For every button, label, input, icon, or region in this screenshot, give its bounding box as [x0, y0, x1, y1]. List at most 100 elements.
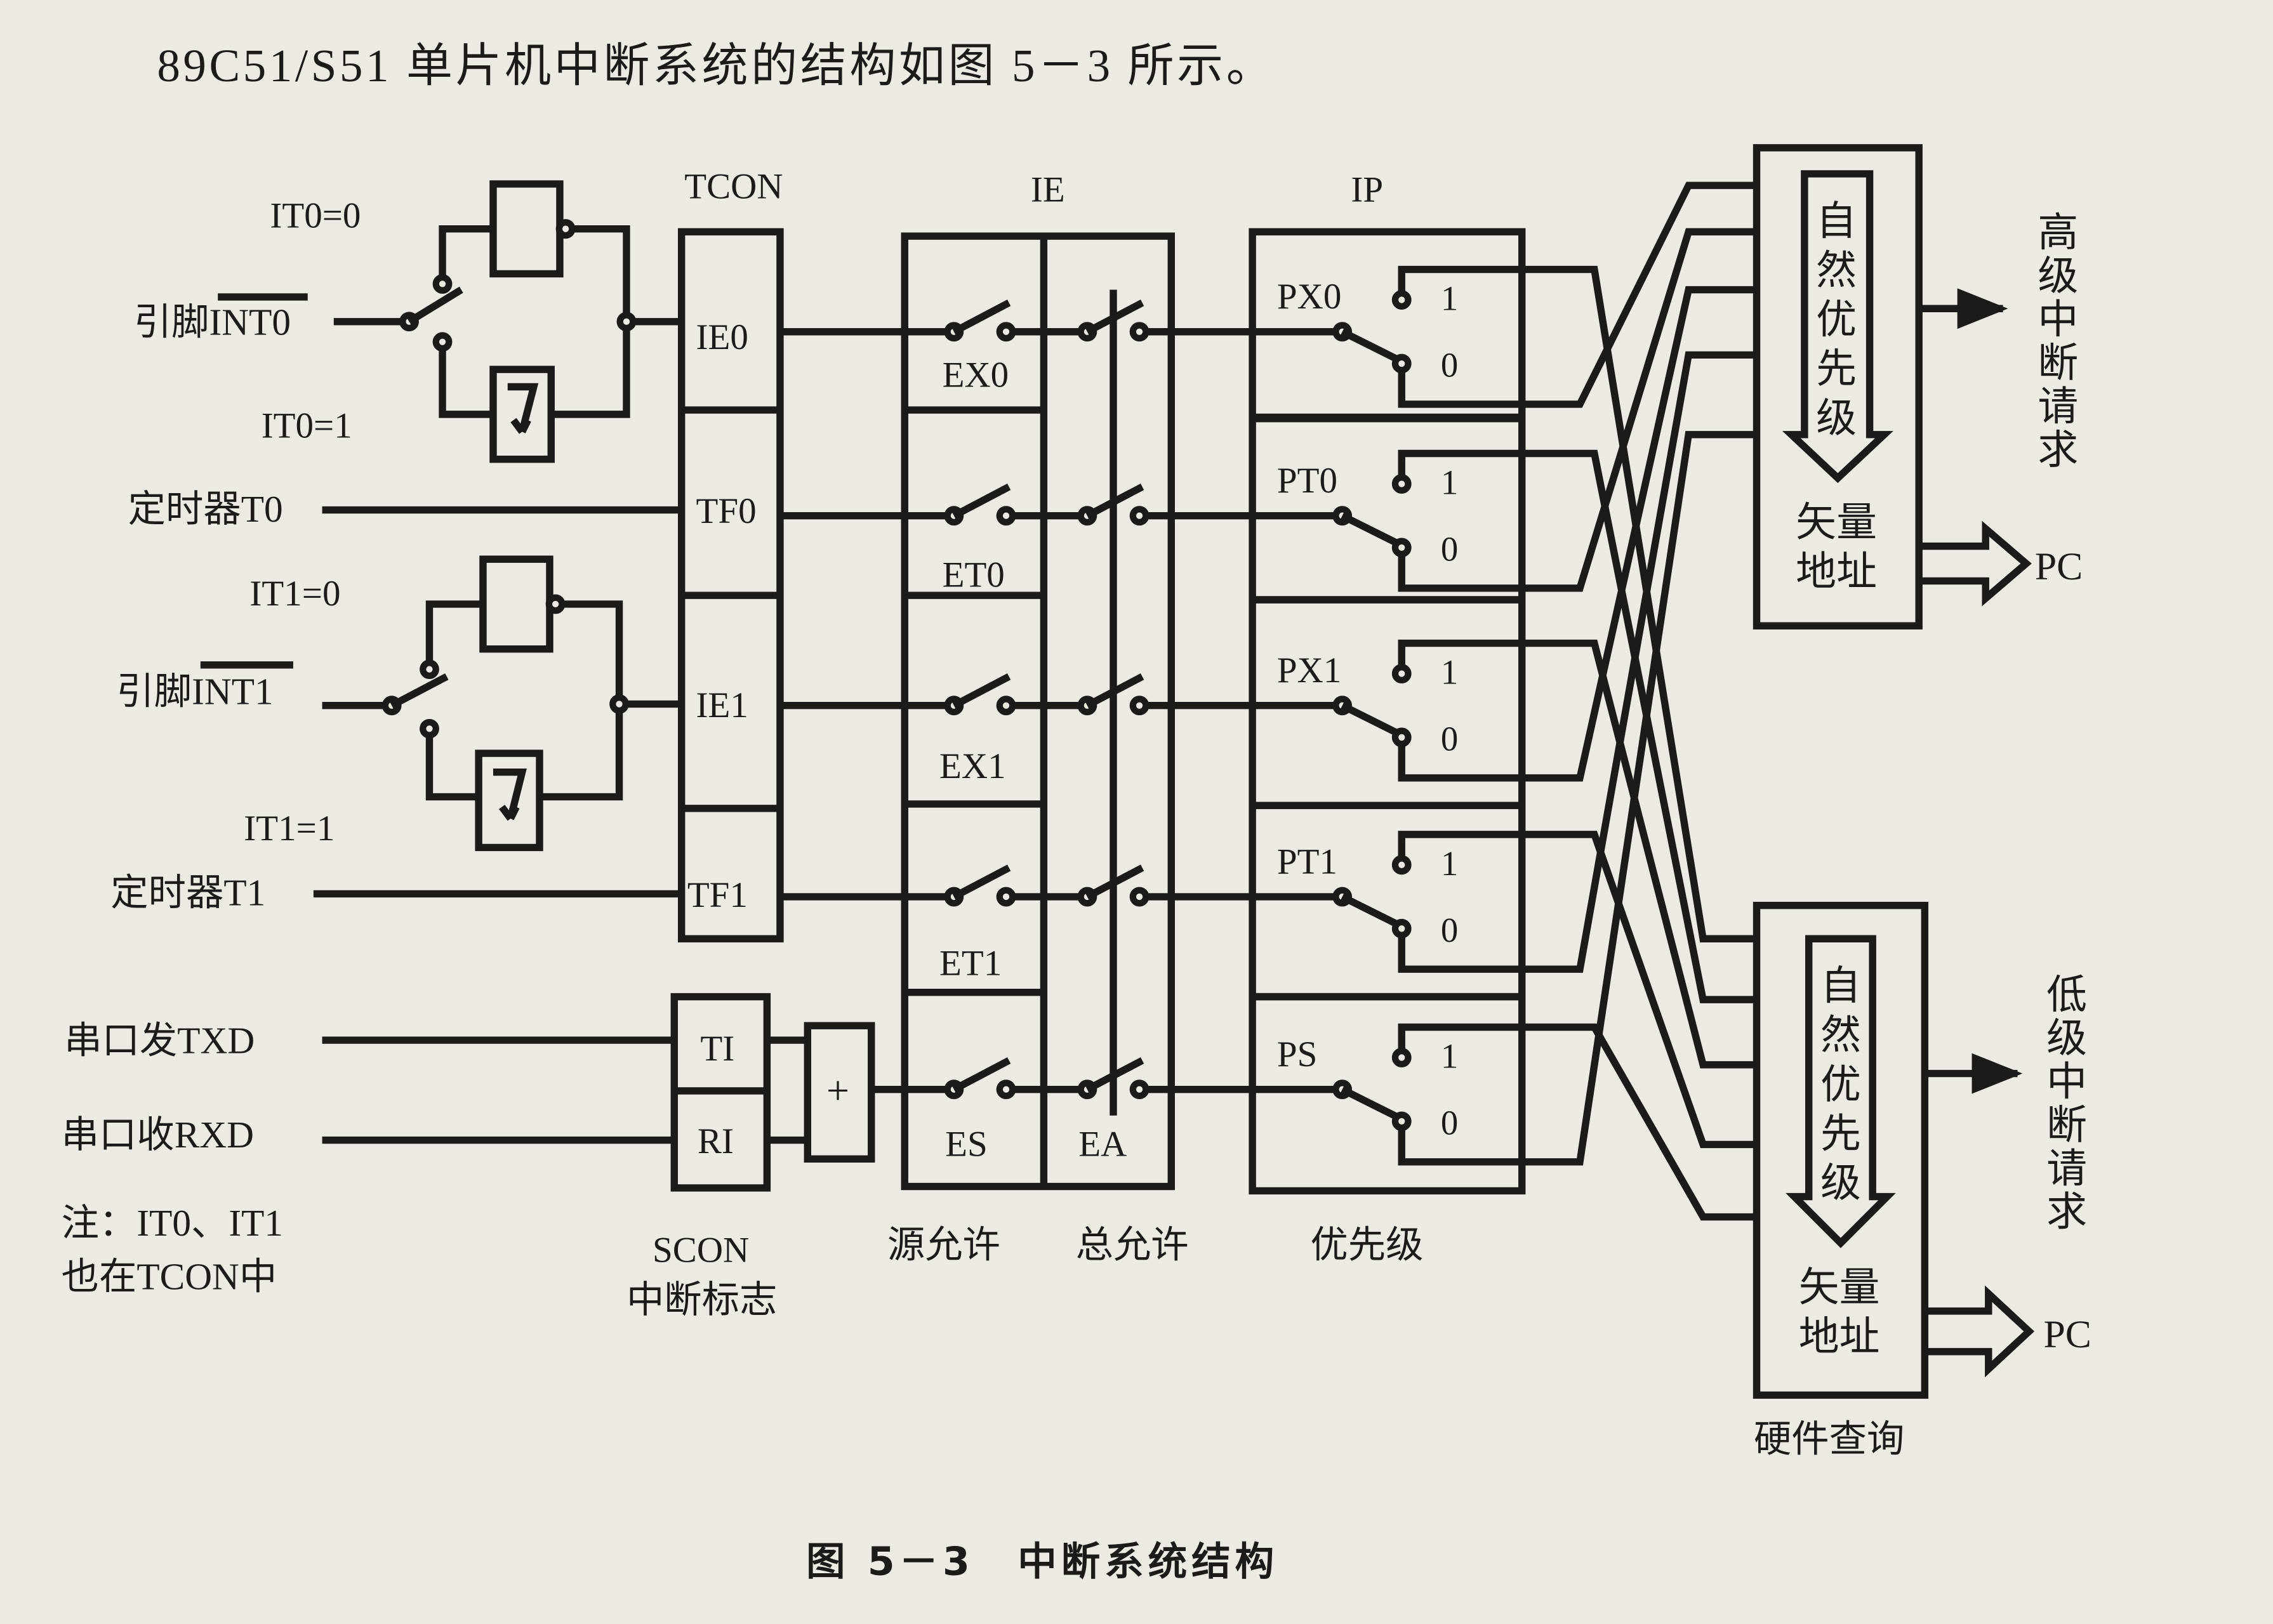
timer0-source-switch-contact	[996, 506, 1016, 526]
ie-register	[901, 232, 1175, 1191]
high-request-char-1: 级	[2038, 254, 2078, 299]
serial-ip-contact-0	[1391, 1111, 1412, 1132]
ip-int1-one: 1	[1441, 652, 1458, 691]
timer1-ea-switch-contact	[1129, 887, 1150, 907]
scon-ri: RI	[698, 1121, 734, 1161]
high-natural-char-1: 然	[1816, 248, 1857, 293]
int1-source-switch-contact	[996, 696, 1016, 716]
or-gate-symbol: +	[826, 1067, 849, 1112]
it1-eq0-label: IT1=0	[249, 574, 340, 614]
tcon-tf1: TF1	[687, 875, 748, 915]
int1-ip-high-lead	[1398, 639, 1522, 668]
low-vector-line2: 地址	[1799, 1314, 1880, 1359]
low-request-char-0: 低	[2046, 972, 2087, 1017]
low-natural-char-4: 级	[1820, 1161, 1861, 1206]
timer0-ip-contact-0	[1391, 538, 1412, 558]
serial-source-switch-blade	[952, 1057, 1011, 1093]
tcon-title: TCON	[684, 167, 783, 207]
serial-route-high	[1521, 431, 1757, 1166]
figure-caption: 图 5－3 中断系统结构	[806, 1538, 1278, 1584]
tcon-tf0: TF0	[696, 491, 757, 531]
serial-source-switch-contact	[996, 1079, 1016, 1100]
timer1-route-low	[1521, 831, 1757, 1149]
timer0-ip-high-lead	[1398, 449, 1522, 479]
low-natural-char-3: 先	[1820, 1111, 1861, 1156]
int0-ip-contact-1	[1391, 290, 1412, 310]
tcon-register	[677, 228, 784, 942]
scon-label: SCON	[653, 1230, 749, 1270]
int1-ip-low-lead	[1398, 743, 1522, 782]
ie-et0: ET0	[943, 555, 1005, 595]
int0-trigger-selector	[333, 180, 682, 463]
ie-ex0: EX0	[943, 355, 1009, 395]
timer1-ip-contact-0	[1391, 918, 1412, 939]
int1-ip-contact-0	[1391, 727, 1412, 748]
int1-source-switch-blade	[952, 673, 1011, 709]
high-request-char-5: 求	[2038, 427, 2078, 472]
ip-int0-label: PX0	[1277, 277, 1341, 317]
timer0-ea-switch-contact	[1129, 506, 1150, 526]
ie-ex1: EX1	[939, 746, 1006, 786]
int1-route-low	[1521, 639, 1757, 1069]
ip-timer0-one: 1	[1441, 463, 1458, 501]
timer1-ip-contact-1	[1391, 855, 1412, 875]
serial-ip-low-lead	[1398, 1127, 1522, 1166]
ip-timer1-label: PT1	[1277, 842, 1337, 882]
high-natural-char-2: 优	[1816, 297, 1857, 342]
ip-int0-zero: 0	[1441, 346, 1458, 385]
timer0-route-high	[1521, 228, 1757, 592]
timer1-label: 定时器T1	[110, 872, 265, 914]
int0-ip-contact-0	[1391, 353, 1412, 374]
high-vector-line1: 矢量	[1796, 500, 1877, 545]
low-block-caption: 硬件查询	[1754, 1418, 1904, 1460]
int0-route-low	[1521, 265, 1757, 942]
rxd-label: 串口收RXD	[62, 1114, 254, 1156]
ip-int1-label: PX1	[1277, 650, 1341, 690]
int1-level-inverter-gate	[479, 555, 553, 653]
note-line2: 也在TCON中	[62, 1256, 277, 1298]
ip-timer1-one: 1	[1441, 844, 1458, 883]
int0-source-switch-contact	[996, 322, 1016, 342]
int0-falling-edge-detector	[489, 366, 555, 463]
intro-text: 89C51/S51 单片机中断系统的结构如图 5－3 所示。	[157, 40, 1275, 91]
tcon-ie0: IE0	[696, 317, 748, 357]
timer0-label: 定时器T0	[128, 488, 283, 530]
it0-eq0-label: IT0=0	[270, 195, 361, 235]
timer1-route-high	[1521, 351, 1757, 973]
timer1-ip-high-lead	[1398, 831, 1522, 859]
ip-serial-one: 1	[1441, 1036, 1458, 1075]
timer0-source-switch-blade	[952, 483, 1011, 519]
ip-int1-zero: 0	[1441, 719, 1458, 758]
ip-serial-label: PS	[1277, 1034, 1317, 1074]
int0-ip-high-lead	[1398, 265, 1522, 294]
serial-ea-switch-contact	[1129, 1079, 1150, 1100]
ie-global-caption: 总允许	[1076, 1224, 1189, 1265]
ip-timer0-label: PT0	[1277, 461, 1337, 501]
low-vector-line1: 矢量	[1799, 1265, 1880, 1310]
serial-ip-high-lead	[1398, 1023, 1522, 1052]
low-request-char-4: 请	[2046, 1146, 2087, 1191]
serial-ip-contact-1	[1391, 1048, 1412, 1067]
low-natural-char-2: 优	[1820, 1062, 1861, 1107]
low-pc-output: PC	[2044, 1313, 2091, 1356]
ie-es: ES	[945, 1125, 988, 1165]
ip-timer1-zero: 0	[1441, 911, 1458, 949]
ie-title: IE	[1031, 169, 1065, 209]
low-request-char-3: 断	[2046, 1102, 2087, 1147]
int1-trigger-selector	[322, 555, 682, 852]
high-priority-block	[1753, 144, 2032, 630]
int1-falling-edge-detector	[475, 749, 543, 852]
timer0-ip-low-lead	[1398, 553, 1522, 592]
timer1-source-switch-contact	[996, 887, 1016, 907]
scon-ti: TI	[700, 1029, 734, 1069]
int0-route-high	[1521, 182, 1757, 408]
ip-caption: 优先级	[1310, 1224, 1423, 1265]
ip-title: IP	[1351, 169, 1383, 209]
scon-caption: 中断标志	[626, 1279, 777, 1321]
int0-pin-label: 引脚INT0	[134, 301, 291, 343]
